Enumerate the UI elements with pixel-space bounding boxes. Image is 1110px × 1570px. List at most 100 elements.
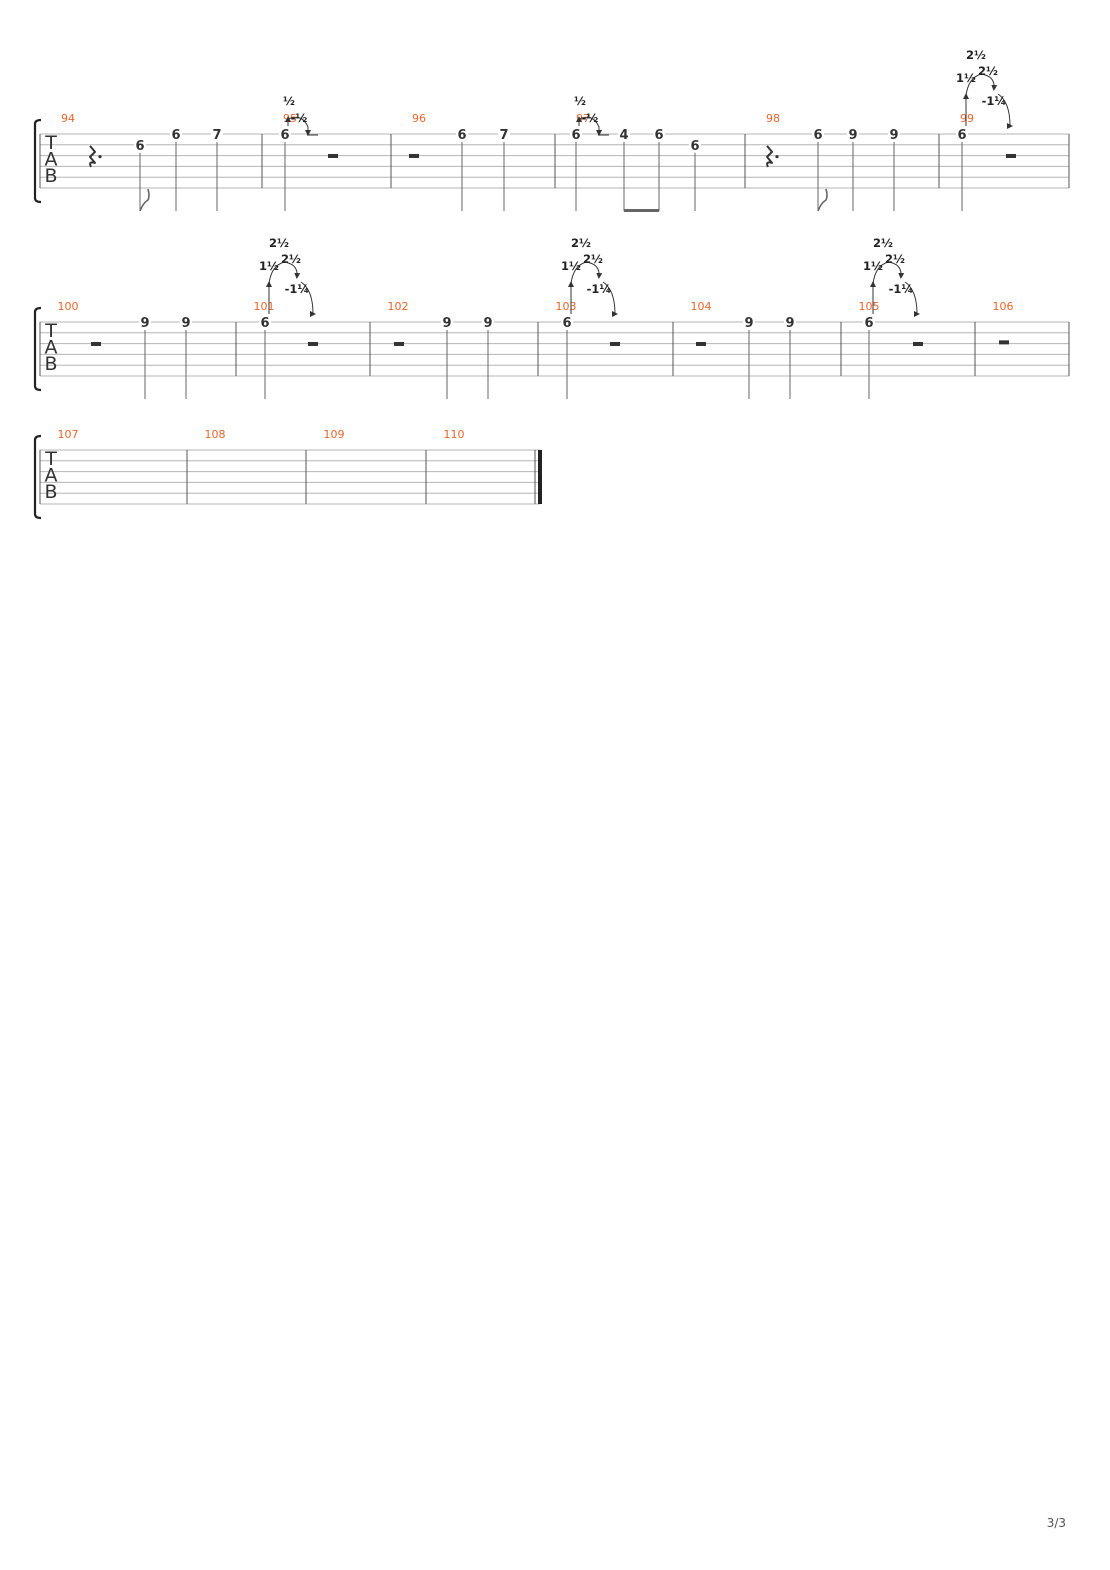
bend-amount-peak: 2½: [873, 236, 893, 250]
release-arrow: [287, 116, 311, 136]
bend-half-release: ½-½: [574, 94, 609, 136]
whole-rest: [999, 340, 1009, 345]
tab-note: 6: [134, 137, 150, 212]
fret-number: 9: [442, 316, 451, 331]
fret-number: 6: [690, 139, 699, 154]
tab-note: 6: [456, 127, 468, 211]
fret-backdrop: [456, 127, 468, 141]
rest-dot: [98, 155, 102, 159]
tab-clef-letter: B: [44, 353, 57, 375]
measure-number: 99: [960, 112, 974, 125]
fret-backdrop: [180, 315, 192, 329]
fret-backdrop: [279, 127, 291, 141]
fret-backdrop: [743, 315, 755, 329]
measure-number: 107: [58, 428, 79, 441]
tab-note: 7: [211, 127, 223, 211]
release-arrow: [602, 281, 618, 317]
half-rest: [913, 341, 923, 346]
fret-number: 6: [135, 139, 144, 154]
tab-note: 6: [259, 315, 271, 399]
tab-clef-letter: A: [45, 149, 58, 171]
release-arrow: [578, 116, 602, 136]
tab-note: 6: [570, 127, 582, 211]
fret-backdrop: [139, 315, 151, 329]
release-amount: -½: [582, 111, 599, 125]
measure-number: 103: [556, 300, 577, 313]
tab-note: 9: [482, 315, 494, 399]
tab-note: 9: [888, 127, 900, 211]
half-rest: [328, 153, 338, 158]
measure-number: 102: [388, 300, 409, 313]
tab-clef-letter: A: [45, 337, 58, 359]
fret-backdrop: [498, 127, 510, 141]
system-bracket: [33, 306, 42, 392]
measure-number: 108: [205, 428, 226, 441]
measure-number: 105: [859, 300, 880, 313]
tab-note: 9: [743, 315, 755, 399]
fret-backdrop: [259, 315, 271, 329]
tab-clef-letter: T: [44, 320, 57, 342]
fret-backdrop: [441, 315, 453, 329]
tab-note: 6: [624, 127, 665, 212]
bend-amount-first: 1½: [863, 259, 883, 273]
final-barline: [538, 450, 542, 504]
fret-backdrop: [812, 127, 824, 141]
fret-backdrop: [618, 127, 630, 141]
tab-note: 4: [618, 127, 630, 211]
half-rest: [1006, 153, 1016, 158]
measure-number: 98: [766, 112, 780, 125]
fret-number: 6: [280, 128, 289, 143]
fret-number: 4: [619, 128, 628, 143]
measure-number: 100: [58, 300, 79, 313]
tab-clef-letter: T: [44, 448, 57, 470]
bend-curve: [965, 73, 998, 97]
quarter-rest: [766, 145, 773, 168]
tab-note: 6: [863, 315, 875, 399]
fret-number: 6: [171, 128, 180, 143]
release-arrow: [300, 281, 316, 317]
system-bracket: [33, 118, 42, 204]
release-amount: -½: [291, 111, 308, 125]
fret-backdrop: [847, 127, 859, 141]
fret-number: 9: [785, 316, 794, 331]
tab-note: 6: [812, 127, 828, 212]
tab-note: 9: [847, 127, 859, 211]
release-amount: -1¼: [982, 94, 1007, 108]
fret-number: 6: [654, 128, 663, 143]
bend-amount-peak: 2½: [966, 48, 986, 62]
fret-number: 6: [957, 128, 966, 143]
bend-amount-peak: 2½: [269, 236, 289, 250]
fret-number: 6: [260, 316, 269, 331]
half-rest: [409, 153, 419, 158]
bend-curve: [570, 261, 603, 285]
fret-number: 9: [483, 316, 492, 331]
bend-amount-second: 2½: [978, 64, 998, 78]
fret-number: 6: [864, 316, 873, 331]
fret-number: 9: [889, 128, 898, 143]
fret-number: 7: [499, 128, 508, 143]
measure-number: 96: [412, 112, 426, 125]
bend-amount: ½: [283, 94, 295, 108]
fret-backdrop: [561, 315, 573, 329]
bend-amount-first: 1½: [259, 259, 279, 273]
note-flag: [139, 188, 150, 212]
release-amount: -1¼: [285, 282, 310, 296]
tab-clef-letter: B: [44, 481, 57, 503]
fret-backdrop: [570, 127, 582, 141]
fret-backdrop: [888, 127, 900, 141]
fret-number: 9: [744, 316, 753, 331]
fret-number: 9: [181, 316, 190, 331]
tab-note: 6: [170, 127, 182, 211]
measure-number: 110: [444, 428, 465, 441]
tab-clef-letter: A: [45, 465, 58, 487]
tab-clef-letter: T: [44, 132, 57, 154]
fret-backdrop: [134, 137, 146, 152]
release-arrow: [997, 93, 1013, 129]
tab-note: 9: [180, 315, 192, 399]
bend-half-release: ½ -½: [283, 94, 318, 136]
release-amount: -1¼: [889, 282, 914, 296]
